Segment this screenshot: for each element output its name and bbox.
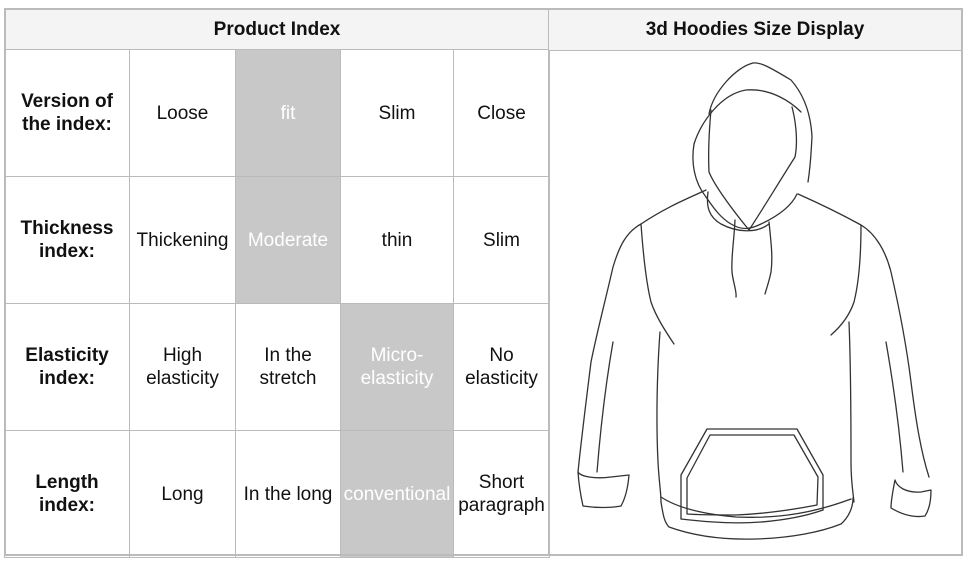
option-cell: thin xyxy=(340,176,454,304)
option-cell: Slim xyxy=(340,49,454,177)
option-cell-selected: conventional xyxy=(340,430,454,558)
product-index-table: Product Index Version of the index: Loos… xyxy=(3,8,551,558)
hoodie-outline-icon xyxy=(577,62,932,540)
option-cell: High elasticity xyxy=(129,303,236,431)
table-row-version: Version of the index: Loose fit Slim Clo… xyxy=(4,49,551,177)
option-cell: Short paragraph xyxy=(452,430,551,558)
row-label: Elasticity index: xyxy=(4,303,130,431)
option-cell-selected: Moderate xyxy=(235,176,341,304)
option-cell: In the long xyxy=(235,430,341,558)
size-display-panel: 3d Hoodies Size Display xyxy=(548,8,963,556)
option-cell: Close xyxy=(452,49,551,177)
row-label: Length index: xyxy=(4,430,130,558)
row-label: Version of the index: xyxy=(4,49,130,177)
product-index-title: Product Index xyxy=(3,8,551,50)
size-display-title: 3d Hoodies Size Display xyxy=(549,10,961,51)
option-cell: Slim xyxy=(452,176,551,304)
table-row-length: Length index: Long In the long conventio… xyxy=(4,430,551,558)
option-cell: Thickening xyxy=(129,176,236,304)
row-label: Thickness index: xyxy=(4,176,130,304)
option-cell: No elasticity xyxy=(452,303,551,431)
table-row-elasticity: Elasticity index: High elasticity In the… xyxy=(4,303,551,431)
option-cell-selected: Micro-elasticity xyxy=(340,303,454,431)
option-cell: In the stretch xyxy=(235,303,341,431)
table-row-thickness: Thickness index: Thickening Moderate thi… xyxy=(4,176,551,304)
option-cell: Loose xyxy=(129,49,236,177)
option-cell: Long xyxy=(129,430,236,558)
option-cell-selected: fit xyxy=(235,49,341,177)
